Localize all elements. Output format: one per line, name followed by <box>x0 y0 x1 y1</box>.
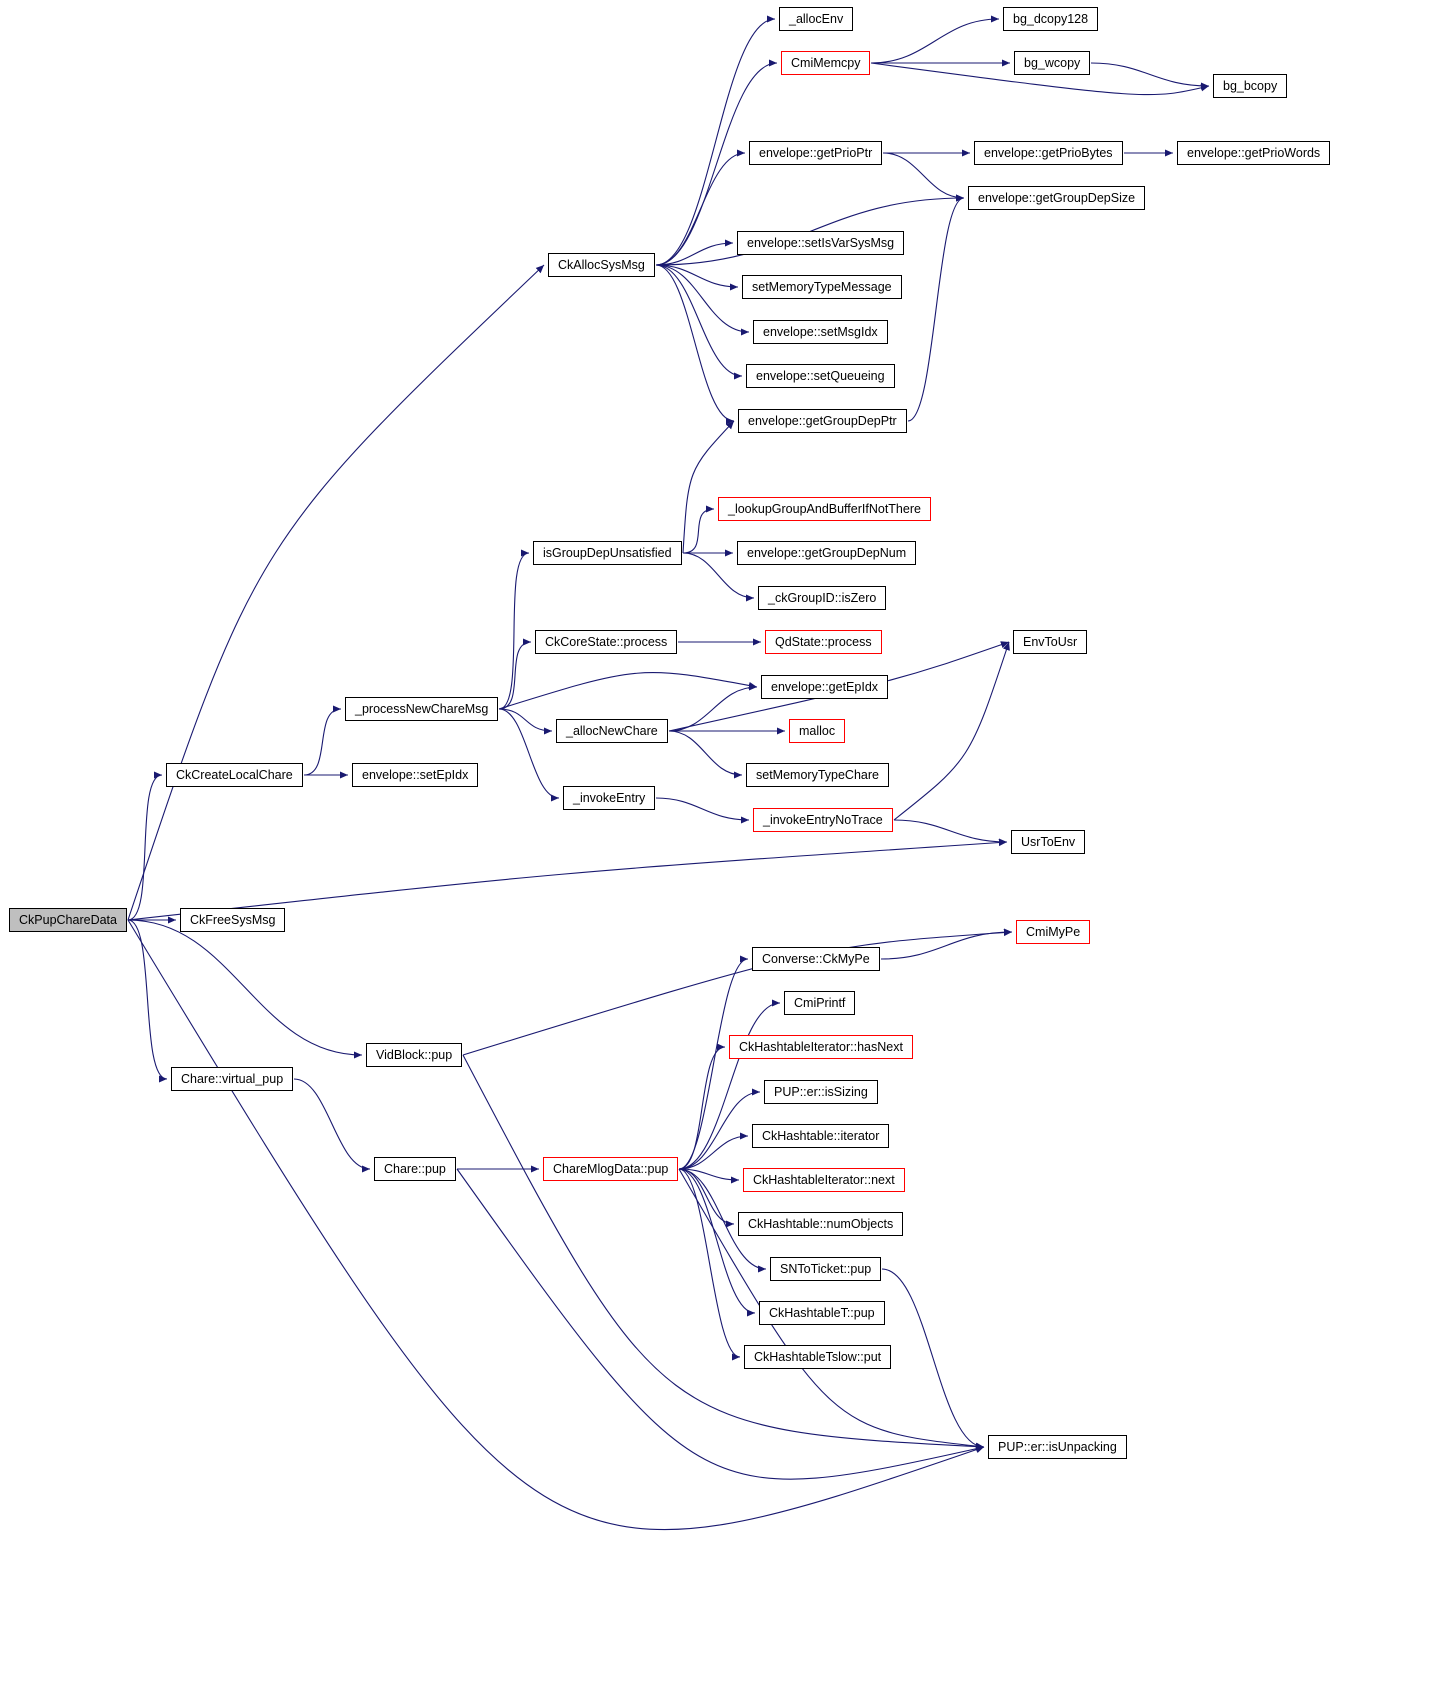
edge-invokeEntryNoTrace--UsrToEnv <box>893 819 1008 846</box>
graph-node-invokeEntry[interactable]: _invokeEntry <box>563 786 656 810</box>
edge-invokeEntry--invokeEntryNoTrace <box>655 797 750 824</box>
graph-node-UsrToEnv[interactable]: UsrToEnv <box>1011 830 1086 854</box>
edge-allocNewChare--setMemoryTypeChare <box>668 730 743 779</box>
edge-CkPupChareData--Chare-virtualPup <box>127 919 168 1083</box>
edge-CkAllocSysMsg--env-setMsgIdx <box>655 264 750 336</box>
graph-node-EnvToUsr[interactable]: EnvToUsr <box>1013 630 1088 654</box>
graph-node-bg-dcopy128[interactable]: bg_dcopy128 <box>1003 7 1099 31</box>
graph-node-env-setQueueing[interactable]: envelope::setQueueing <box>746 364 895 388</box>
graph-node-pup-isUnpacking[interactable]: PUP::er::isUnpacking <box>988 1435 1127 1459</box>
edge-CkPupChareData--VidBlock-pup <box>127 919 363 1059</box>
edge-ChareMlogData-pup--pup-isSizing <box>678 1088 761 1170</box>
edge-invokeEntryNoTrace--EnvToUsr <box>893 641 1010 821</box>
graph-node-SNToTicket-pup[interactable]: SNToTicket::pup <box>770 1257 882 1281</box>
edge-SNToTicket-pup--pup-isUnpacking <box>881 1268 985 1451</box>
graph-node-env-setEpIdx[interactable]: envelope::setEpIdx <box>352 763 479 787</box>
edge-ChareMlogData-pup--hashIter-hasNext <box>678 1043 726 1170</box>
graph-node-CmiPrintf[interactable]: CmiPrintf <box>784 991 856 1015</box>
graph-node-env-setMsgIdx[interactable]: envelope::setMsgIdx <box>753 320 888 344</box>
edge-ChareMlogData-pup--Converse-CkMyPe <box>678 955 749 1170</box>
graph-node-env-getPrioPtr[interactable]: envelope::getPrioPtr <box>749 141 883 165</box>
edge-processNewChareMsg--env-getEpIdx <box>498 671 758 710</box>
graph-node-hashtable-iterator[interactable]: CkHashtable::iterator <box>752 1124 890 1148</box>
graph-node-ChareMlogData-pup[interactable]: ChareMlogData::pup <box>543 1157 679 1181</box>
edge-bg-wcopy--bg-bcopy <box>1090 62 1210 90</box>
graph-node-invokeEntryNoTrace[interactable]: _invokeEntryNoTrace <box>753 808 893 832</box>
graph-node-CkCoreState-process[interactable]: CkCoreState::process <box>535 630 678 654</box>
edge-isGroupDepUnsatisfied--ckGroupID-isZero <box>682 552 755 602</box>
edge-Chare-pup--pup-isUnpacking <box>456 1168 985 1480</box>
graph-node-hashIter-next[interactable]: CkHashtableIterator::next <box>743 1168 905 1192</box>
edge-env-getGroupDepPtr--env-getGroupDepSize <box>907 194 965 422</box>
graph-node-CkAllocSysMsg[interactable]: CkAllocSysMsg <box>548 253 655 277</box>
graph-node-Chare-pup[interactable]: Chare::pup <box>374 1157 456 1181</box>
graph-node-CkHashtableT-pup[interactable]: CkHashtableT::pup <box>759 1301 885 1325</box>
graph-node-CkPupChareData[interactable]: CkPupChareData <box>9 908 127 932</box>
edge-ChareMlogData-pup--CmiPrintf <box>678 999 781 1170</box>
graph-node-ckGroupID-isZero[interactable]: _ckGroupID::isZero <box>758 586 887 610</box>
graph-node-setMemoryTypeMessage[interactable]: setMemoryTypeMessage <box>742 275 902 299</box>
graph-node-env-getGroupDepNum[interactable]: envelope::getGroupDepNum <box>737 541 917 565</box>
graph-node-setMemoryTypeChare[interactable]: setMemoryTypeChare <box>746 763 889 787</box>
edge-CkAllocSysMsg--env-getPrioPtr <box>655 149 746 266</box>
edge-processNewChareMsg--isGroupDepUnsatisfied <box>498 549 530 710</box>
edge-processNewChareMsg--allocNewChare <box>498 708 553 735</box>
edge-CkPupChareData--CkCreateLocalChare <box>127 771 163 921</box>
edge-CkAllocSysMsg--setMemoryTypeMessage <box>655 264 739 291</box>
graph-node-lookupGroupAndBuffer[interactable]: _lookupGroupAndBufferIfNotThere <box>718 497 931 521</box>
graph-node-bg-wcopy[interactable]: bg_wcopy <box>1014 51 1091 75</box>
graph-node-CkFreeSysMsg[interactable]: CkFreeSysMsg <box>180 908 286 932</box>
edge-ChareMlogData-pup--CkHashtableT-pup <box>678 1168 756 1317</box>
graph-node-env-getPrioWords[interactable]: envelope::getPrioWords <box>1177 141 1331 165</box>
graph-node-env-getEpIdx[interactable]: envelope::getEpIdx <box>761 675 889 699</box>
graph-node-CkHashtableTslow-put[interactable]: CkHashtableTslow::put <box>744 1345 892 1369</box>
graph-node-VidBlock-pup[interactable]: VidBlock::pup <box>366 1043 463 1067</box>
graph-node-allocNewChare[interactable]: _allocNewChare <box>556 719 668 743</box>
edge-CkAllocSysMsg--env-getGroupDepPtr <box>655 264 735 425</box>
edge-CkAllocSysMsg--env-setIsVarSysMsg <box>655 239 734 266</box>
edge-processNewChareMsg--invokeEntry <box>498 708 560 802</box>
edge-CkCreateLocalChare--processNewChareMsg <box>303 705 342 776</box>
edge-ChareMlogData-pup--hashtable-iterator <box>678 1132 749 1170</box>
graph-node-processNewChareMsg[interactable]: _processNewChareMsg <box>345 697 499 721</box>
edge-CmiMemcpy--bg-bcopy <box>870 62 1210 96</box>
edge-CkAllocSysMsg--env-setQueueing <box>655 264 743 380</box>
edge-allocNewChare--env-getEpIdx <box>668 683 758 732</box>
edge-VidBlock-pup--pup-isUnpacking <box>462 1054 985 1451</box>
graph-node-Chare-virtualPup[interactable]: Chare::virtual_pup <box>171 1067 294 1091</box>
graph-node-allocEnv[interactable]: _allocEnv <box>779 7 854 31</box>
graph-node-pup-isSizing[interactable]: PUP::er::isSizing <box>764 1080 878 1104</box>
edge-CmiMemcpy--bg-dcopy128 <box>870 15 1000 64</box>
edge-Converse-CkMyPe--CmiMyPe <box>880 928 1013 960</box>
graph-node-isGroupDepUnsatisfied[interactable]: isGroupDepUnsatisfied <box>533 541 682 565</box>
edge-ChareMlogData-pup--SNToTicket-pup <box>678 1168 767 1273</box>
edge-ChareMlogData-pup--CkHashtableTslow-put <box>678 1168 741 1361</box>
graph-node-CmiMyPe[interactable]: CmiMyPe <box>1016 920 1091 944</box>
graph-node-env-getGroupDepPtr[interactable]: envelope::getGroupDepPtr <box>738 409 907 433</box>
graph-node-env-getGroupDepSize[interactable]: envelope::getGroupDepSize <box>968 186 1146 210</box>
graph-node-hashtable-numObjects[interactable]: CkHashtable::numObjects <box>738 1212 904 1236</box>
graph-node-hashIter-hasNext[interactable]: CkHashtableIterator::hasNext <box>729 1035 913 1059</box>
graph-node-malloc[interactable]: malloc <box>789 719 846 743</box>
graph-node-CkCreateLocalChare[interactable]: CkCreateLocalChare <box>166 763 303 787</box>
graph-node-env-getPrioBytes[interactable]: envelope::getPrioBytes <box>974 141 1123 165</box>
edge-ChareMlogData-pup--hashIter-next <box>678 1168 740 1184</box>
edge-isGroupDepUnsatisfied--env-getGroupDepPtr <box>682 420 735 554</box>
edge-Chare-virtualPup--Chare-pup <box>293 1078 371 1173</box>
edge-CkPupChareData--pup-isUnpacking <box>127 919 985 1531</box>
graph-node-env-setIsVarSysMsg[interactable]: envelope::setIsVarSysMsg <box>737 231 905 255</box>
edge-isGroupDepUnsatisfied--lookupGroupAndBuffer <box>682 505 715 554</box>
edge-ChareMlogData-pup--pup-isUnpacking <box>678 1168 985 1450</box>
graph-node-QdState-process[interactable]: QdState::process <box>765 630 882 654</box>
graph-node-CmiMemcpy[interactable]: CmiMemcpy <box>781 51 871 75</box>
edge-CkPupChareData--UsrToEnv <box>127 838 1008 921</box>
edge-env-getPrioPtr--env-getGroupDepSize <box>882 152 965 202</box>
edge-CkAllocSysMsg--allocEnv <box>655 15 776 266</box>
graph-node-bg-bcopy[interactable]: bg_bcopy <box>1213 74 1288 98</box>
graph-node-Converse-CkMyPe[interactable]: Converse::CkMyPe <box>752 947 880 971</box>
